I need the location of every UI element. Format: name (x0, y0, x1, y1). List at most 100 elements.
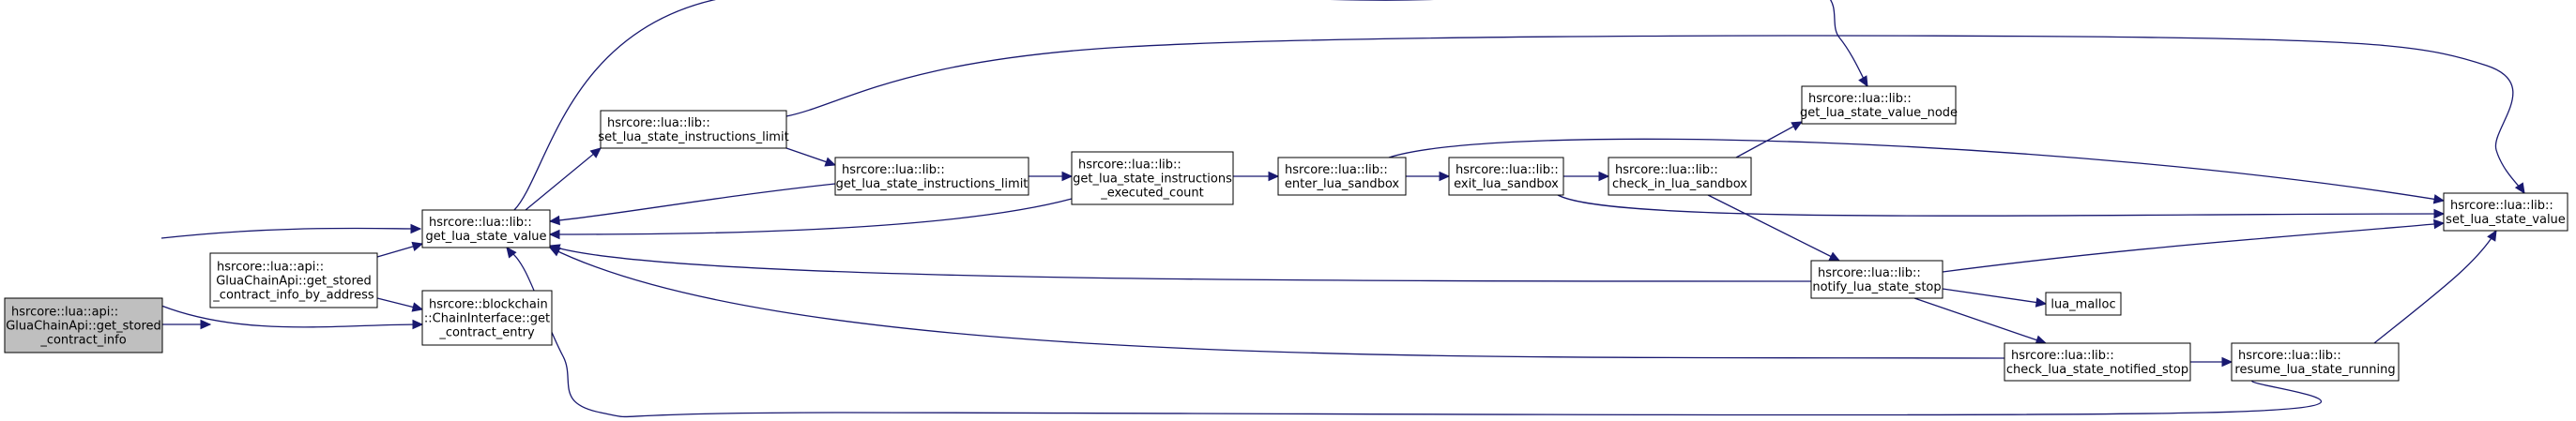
node-label-line: GluaChainApi::get_stored (216, 275, 372, 289)
node-box[interactable] (2045, 292, 2122, 316)
arrow-head-icon (2514, 182, 2525, 195)
edge-get_stored_contract_info_by_address-to-get_lua_state_value (376, 241, 424, 258)
node-label-line: notify_lua_state_stop (1812, 280, 1941, 294)
edge-root-to-get_stored_contract_info_by_address (162, 319, 212, 330)
edge-line (1913, 297, 2047, 344)
arrow-head-icon (411, 241, 424, 252)
node-box[interactable] (4, 297, 163, 353)
node-get-lua-state-value-node[interactable]: hsrcore::lua::lib::get_lua_state_value_n… (1800, 85, 1958, 125)
arrow-head-icon (1858, 75, 1868, 88)
node-box[interactable] (1277, 157, 1407, 196)
node-resume-lua-state-running[interactable]: hsrcore::lua::lib::resume_lua_state_runn… (2231, 342, 2400, 382)
edge-enter_lua_sandbox-to-set_lua_state_value (1388, 138, 2446, 204)
node-label-line: ::ChainInterface::get (424, 312, 550, 326)
edge-line (1388, 138, 2445, 202)
node-get-lua-state-instructions-limit[interactable]: hsrcore::lua::lib::get_lua_state_instruc… (834, 157, 1029, 196)
edge-line (160, 227, 421, 239)
arrow-head-icon (1791, 121, 1804, 131)
node-label-line: _contract_info_by_address (212, 289, 374, 303)
node-check-lua-state-notified-stop[interactable]: hsrcore::lua::lib::check_lua_state_notif… (2004, 342, 2191, 382)
edge-get_lua_state_instructions_executed_count-to-get_lua_state_value (548, 198, 1073, 240)
edge-check_lua_state_notified_stop-to-get_lua_state_value (548, 247, 2005, 359)
arrow-head-icon (200, 319, 212, 330)
edge-check_in_lua_sandbox-to-get_lua_state_value_node (1735, 121, 1804, 158)
edge-exit_lua_sandbox-to-check_in_lua_sandbox (1563, 171, 1610, 182)
edge-line (1707, 194, 1840, 262)
node-box[interactable] (834, 157, 1029, 196)
edge-line (549, 183, 836, 222)
node-label-line: get_lua_state_instructions (1073, 173, 1232, 187)
node-box[interactable] (2004, 342, 2191, 382)
edge-get_stored_contract_info_by_address-to-get_contract_entry (376, 297, 424, 312)
node-box[interactable] (2443, 192, 2568, 232)
edge-get_lua_state_value-to-get_lua_state_value_node (513, 0, 1868, 211)
edge-check_lua_state_notified_stop-to-resume_lua_state_running (2190, 356, 2233, 368)
nodes-layer: hsrcore::lua::api::GluaChainApi::get_sto… (4, 85, 2568, 382)
node-box[interactable] (209, 252, 378, 308)
node-get-contract-entry[interactable]: hsrcore::blockchain::ChainInterface::get… (421, 290, 553, 346)
node-box[interactable] (600, 110, 787, 149)
node-label-line: get_lua_state_value_node (1800, 106, 1958, 120)
arrow-head-icon (548, 215, 560, 226)
node-label-line: _contract_entry (438, 326, 535, 340)
edge-enter_lua_sandbox-to-exit_lua_sandbox (1406, 171, 1451, 182)
node-box[interactable] (2231, 342, 2400, 382)
node-set-lua-state-value[interactable]: hsrcore::lua::lib::set_lua_state_value (2443, 192, 2568, 232)
node-get-lua-state-instructions-executed-count[interactable]: hsrcore::lua::lib::get_lua_state_instruc… (1071, 151, 1234, 205)
arrow-head-icon (2487, 229, 2497, 242)
node-label-line: _executed_count (1100, 187, 1203, 201)
edge-line (1735, 121, 1803, 158)
node-root[interactable]: hsrcore::lua::api::GluaChainApi::get_sto… (4, 297, 163, 353)
edge-line (549, 198, 1073, 235)
edge-resume_lua_state_running-to-set_lua_state_value (2373, 229, 2497, 344)
arrow-head-icon (2433, 208, 2446, 219)
arrow-head-icon (2432, 194, 2446, 204)
arrow-head-icon (548, 247, 561, 257)
node-label-line: hsrcore::lua::lib:: (429, 216, 532, 230)
node-box[interactable] (1608, 157, 1752, 196)
node-box[interactable] (421, 290, 553, 346)
edge-notify_lua_state_stop-to-check_lua_state_notified_stop (1913, 297, 2048, 345)
node-box[interactable] (1448, 157, 1564, 196)
node-box[interactable] (1810, 260, 1943, 299)
arrow-head-icon (589, 147, 602, 158)
node-check-in-lua-sandbox[interactable]: hsrcore::lua::lib::check_in_lua_sandbox (1608, 157, 1752, 196)
node-label-line: GluaChainApi::get_stored (6, 320, 161, 334)
edge-root-to-get_lua_state_value (160, 223, 422, 239)
node-label-line: hsrcore::lua::lib:: (2450, 199, 2553, 213)
edge-check_in_lua_sandbox-to-notify_lua_state_stop (1707, 194, 1841, 262)
edge-line (1557, 194, 2445, 217)
node-get-stored-contract-info-by-address[interactable]: hsrcore::lua::api::GluaChainApi::get_sto… (209, 252, 378, 308)
edge-line (525, 147, 602, 211)
node-get-lua-state-value[interactable]: hsrcore::lua::lib::get_lua_state_value (421, 209, 551, 248)
node-label-line: hsrcore::lua::lib:: (842, 163, 945, 177)
node-box[interactable] (421, 209, 551, 248)
node-enter-lua-sandbox[interactable]: hsrcore::lua::lib::enter_lua_sandbox (1277, 157, 1407, 196)
edge-line (2373, 230, 2497, 344)
node-exit-lua-sandbox[interactable]: hsrcore::lua::lib::exit_lua_sandbox (1448, 157, 1564, 196)
edge-line (549, 247, 2005, 359)
edge-resume_lua_state_running-to-get_lua_state_value (506, 247, 2323, 418)
arrow-head-icon (1061, 171, 1074, 182)
edge-notify_lua_state_stop-to-set_lua_state_value (1942, 218, 2446, 273)
node-notify-lua-state-stop[interactable]: hsrcore::lua::lib::notify_lua_state_stop (1810, 260, 1943, 299)
node-label-line: hsrcore::lua::lib:: (1285, 163, 1388, 177)
edge-get_lua_state_instructions_limit-to-get_lua_state_value (548, 183, 836, 226)
node-set-lua-state-instructions-limit[interactable]: hsrcore::lua::lib::set_lua_state_instruc… (598, 110, 789, 149)
arrow-head-icon (548, 229, 560, 240)
node-box[interactable] (1801, 85, 1957, 125)
arrow-head-icon (1439, 171, 1451, 182)
node-lua-malloc[interactable]: lua_malloc (2045, 292, 2122, 316)
edge-line (513, 0, 1868, 211)
node-label-line: hsrcore::lua::lib:: (1615, 163, 1718, 177)
edge-get_lua_state_instructions_executed_count-to-enter_lua_sandbox (1233, 171, 1280, 182)
edge-get_lua_state_instructions_limit-to-get_lua_state_instructions_executed_count (1029, 171, 1074, 182)
arrow-head-icon (412, 319, 424, 330)
arrow-head-icon (506, 247, 517, 259)
node-box[interactable] (1071, 151, 1234, 205)
node-label-line: set_lua_state_instructions_limit (598, 130, 788, 144)
node-label-line: hsrcore::lua::lib:: (1456, 163, 1559, 177)
edges-layer (160, 0, 2525, 418)
node-label-line: get_lua_state_instructions_limit (836, 177, 1029, 191)
edge-line (506, 247, 2323, 418)
